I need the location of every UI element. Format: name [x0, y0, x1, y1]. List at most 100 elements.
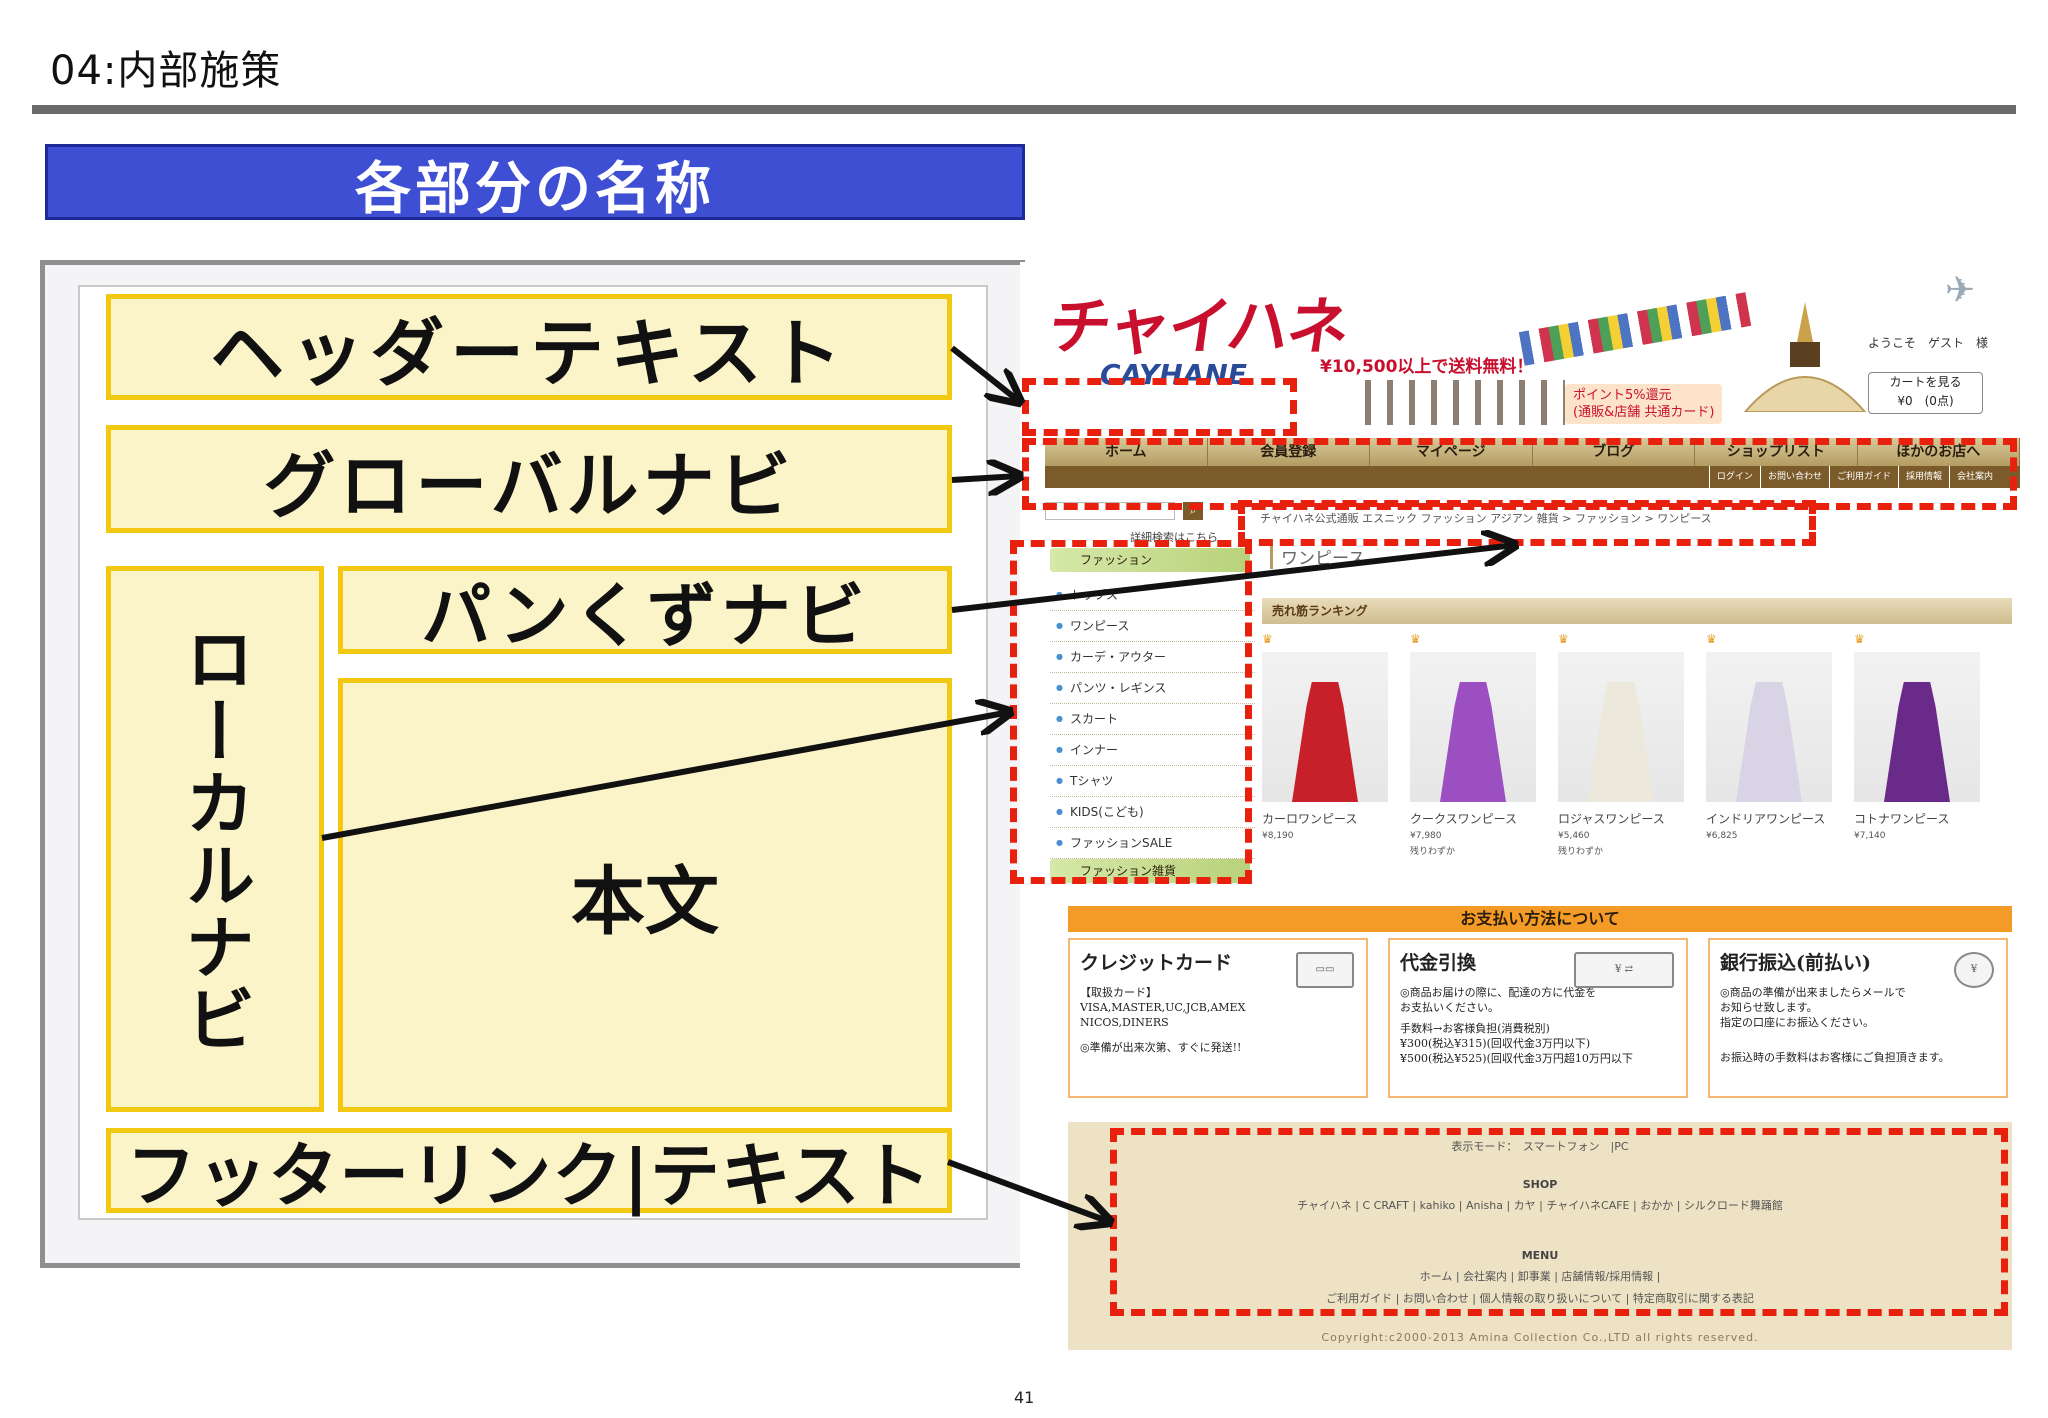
product-price: ¥8,190 [1262, 831, 1294, 841]
crown-icon: ♛ [1262, 632, 1273, 646]
prayer-flags-image [1518, 292, 1752, 366]
card-icon: ▭▭ [1296, 952, 1354, 988]
ranking-heading: 売れ筋ランキング [1262, 598, 2012, 624]
payment-line: NICOS,DINERS [1080, 1016, 1169, 1029]
local-nav-highlight [1010, 540, 1252, 884]
dress-image [1736, 682, 1802, 802]
subnav-recruit[interactable]: 採用情報 [1897, 466, 1949, 488]
slide-title: 04:内部施策 [50, 48, 282, 94]
stupa-image [1743, 302, 1867, 412]
product-image[interactable] [1410, 652, 1536, 802]
crown-icon: ♛ [1854, 632, 1865, 646]
points-notice: ポイント5%還元 (通販&店舗 共通カード) [1565, 384, 1723, 424]
global-nav-box: グローバルナビ [106, 425, 952, 533]
search-input[interactable] [1045, 502, 1175, 520]
footer-shop-links[interactable]: チャイハネ | C CRAFT | kahiko | Anisha | カヤ |… [1297, 1199, 1783, 1212]
dress-image [1292, 682, 1358, 802]
subnav-contact[interactable]: お問い合わせ [1759, 466, 1829, 488]
product-price: ¥6,825 [1706, 831, 1738, 841]
payment-line: お支払いください。 [1400, 1001, 1499, 1014]
subnav-login[interactable]: ログイン [1708, 466, 1760, 488]
subnav-guide[interactable]: ご利用ガイド [1828, 466, 1898, 488]
cart-button[interactable]: カートを見る ¥0 (0点) [1868, 372, 1983, 414]
dress-image [1440, 682, 1506, 802]
breadcrumb-box: パンくずナビ [338, 566, 952, 657]
footer-menu-label: MENU [1521, 1249, 1559, 1262]
section-banner: 各部分の名称 [45, 144, 1025, 220]
payment-line: 手数料→お客様負担(消費税別) [1400, 1022, 1550, 1035]
product-name[interactable]: クークスワンピース [1410, 812, 1518, 826]
payment-line: ◎商品の準備が出来ましたらメールで [1720, 986, 1906, 999]
payment-title: クレジットカード [1080, 952, 1233, 974]
points-line-2: (通販&店舗 共通カード) [1573, 405, 1715, 420]
breadcrumb-highlight [1238, 500, 1816, 546]
payment-line: ◎商品お届けの際に、配達の方に代金を [1400, 986, 1597, 999]
section-banner-text: 各部分の名称 [355, 157, 715, 220]
product-stock-note: 残りわずか [1558, 847, 1604, 857]
title-rule [32, 105, 2016, 114]
gnav-register[interactable]: 会員登録 [1208, 438, 1370, 466]
points-line-1: ポイント5%還元 [1573, 388, 1672, 403]
product-image[interactable] [1558, 652, 1684, 802]
gnav-blog[interactable]: ブログ [1533, 438, 1695, 466]
crown-icon: ♛ [1558, 632, 1569, 646]
product-name[interactable]: カーロワンピース [1262, 812, 1358, 826]
payment-line: ◎準備が出来次第、すぐに発送!! [1080, 1041, 1242, 1054]
site-breadcrumb[interactable]: チャイハネ公式通販 エスニック ファッション アジアン 雑貨 > ファッション … [1260, 512, 1712, 525]
product-card[interactable]: ♛ クークスワンピース ¥7,980 残りわずか [1410, 632, 1540, 892]
payment-line: 【取扱カード】 [1080, 986, 1157, 999]
local-nav-box: ローカルナビ [106, 566, 324, 1112]
payment-line: ¥500(税込¥525)(回収代金3万円超10万円以下 [1400, 1052, 1633, 1065]
footer-menu-links[interactable]: ホーム | 会社案内 | 卸事業 | 店舗情報/採用情報 | [1419, 1270, 1661, 1283]
product-name[interactable]: インドリアワンピース [1706, 812, 1826, 826]
page-number: 41 [1014, 1388, 1035, 1407]
payment-line: 指定の口座にお振込ください。 [1720, 1016, 1874, 1029]
product-price: ¥5,460 [1558, 831, 1590, 841]
gnav-shoplist[interactable]: ショップリスト [1695, 438, 1858, 466]
site-logo-sub: CAYHANE [1100, 358, 1247, 391]
payment-title: 銀行振込(前払い) [1720, 952, 1871, 974]
gnav-mypage[interactable]: マイページ [1370, 438, 1533, 466]
payment-line: ¥300(税込¥315)(回収代金3万円以下) [1400, 1037, 1591, 1050]
payment-line: VISA,MASTER,UC,JCB,AMEX [1080, 1001, 1246, 1014]
footer-display-mode[interactable]: 表示モード： スマートフォン |PC [1451, 1140, 1629, 1153]
product-price: ¥7,140 [1854, 831, 1886, 841]
payment-line: お振込時の手数料はお客様にご負担頂きます。 [1720, 1051, 1950, 1064]
footer-box: フッターリンク|テキスト [106, 1128, 952, 1217]
payment-credit-card: ▭▭ クレジットカード 【取扱カード】 VISA,MASTER,UC,JCB,A… [1068, 938, 1368, 1098]
product-card[interactable]: ♛ インドリアワンピース ¥6,825 [1706, 632, 1836, 892]
subnav-company[interactable]: 会社案内 [1948, 466, 2000, 488]
gnav-home[interactable]: ホーム [1045, 438, 1208, 466]
money-bag-icon: ¥ [1954, 952, 1994, 988]
product-name[interactable]: ロジャスワンピース [1558, 812, 1665, 826]
product-image[interactable] [1262, 652, 1388, 802]
airplane-icon: ✈ [1945, 270, 1976, 311]
site-logo[interactable]: チャイハネ [1044, 290, 1353, 363]
crown-icon: ♛ [1706, 632, 1717, 646]
body-box: 本文 [338, 678, 952, 1112]
page-heading: ワンピース [1270, 544, 1365, 569]
dress-image [1884, 682, 1950, 802]
product-image[interactable] [1854, 652, 1980, 802]
product-price: ¥7,980 [1410, 831, 1442, 841]
product-image[interactable] [1706, 652, 1832, 802]
product-card[interactable]: ♛ コトナワンピース ¥7,140 [1854, 632, 1984, 892]
product-name[interactable]: コトナワンピース [1854, 812, 1950, 826]
header-highlight [1022, 378, 1297, 436]
payment-line: お知らせ致します。 [1720, 1001, 1818, 1014]
side-item-sale[interactable]: ファッションSALE [1050, 828, 1255, 859]
travellers-image [1365, 380, 1565, 425]
cart-button-label: カートを見る [1889, 375, 1962, 389]
dress-image [1588, 682, 1654, 802]
product-card[interactable]: ♛ ロジャスワンピース ¥5,460 残りわずか [1558, 632, 1688, 892]
sub-nav: ログイン お問い合わせ ご利用ガイド 採用情報 会社案内 [1045, 466, 2020, 488]
side-category-goods[interactable]: ファッション雑貨 [1050, 859, 1250, 883]
product-card[interactable]: ♛ カーロワンピース ¥8,190 [1262, 632, 1392, 892]
cart-total: ¥0 (0点) [1897, 394, 1954, 408]
payment-bank-transfer: ¥ 銀行振込(前払い) ◎商品の準備が出来ましたらメールで お知らせ致します。 … [1708, 938, 2008, 1098]
gnav-other-shops[interactable]: ほかのお店へ [1858, 438, 2020, 466]
header-text-box: ヘッダーテキスト [106, 294, 952, 400]
footer-menu-links-2[interactable]: ご利用ガイド | お問い合わせ | 個人情報の取り扱いについて | 特定商取引に… [1326, 1292, 1754, 1305]
payment-cod: ¥ ⇄ 代金引換 ◎商品お届けの際に、配達の方に代金を お支払いください。 手数… [1388, 938, 1688, 1098]
footer-shop-label: SHOP [1522, 1178, 1558, 1191]
